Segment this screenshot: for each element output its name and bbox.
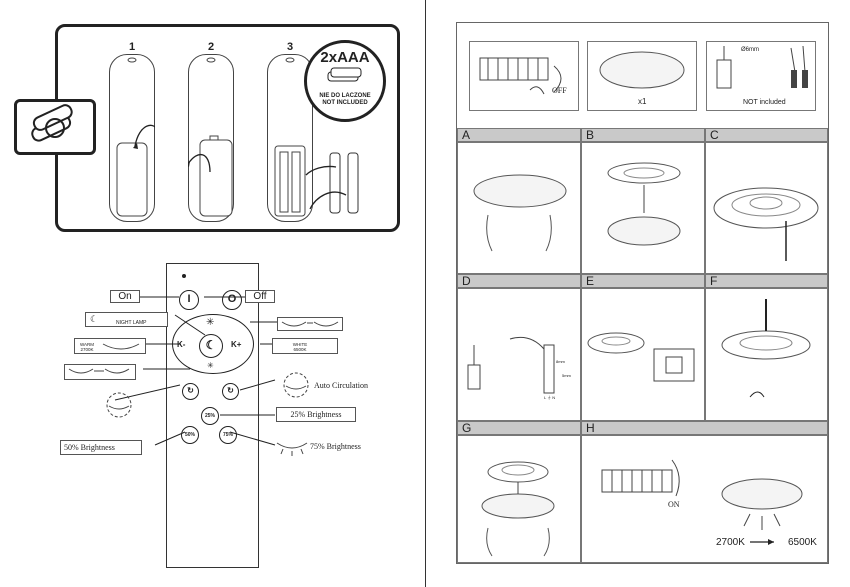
remote-back-step-2 — [188, 54, 234, 222]
panel-tools: Ø6mm NOT included — [706, 41, 816, 111]
off-label: Off — [245, 290, 275, 303]
remote-control: I O ✳ ✳ K- K+ ☾ ↻ ↻ 25% 50% 75% — [166, 263, 259, 568]
power-off-button[interactable]: O — [222, 290, 242, 310]
auto-circulation-label: Auto Circulation — [314, 381, 368, 390]
section-b-header: B — [581, 128, 705, 142]
section-g-diagram — [457, 435, 581, 563]
panel-switch-off: OFF — [469, 41, 579, 111]
warm-callout: WARM 2700K — [74, 338, 146, 354]
strip-length-1: 8mm — [556, 359, 565, 364]
auto-circulation-button[interactable]: ↻ — [222, 383, 239, 400]
not-included-en: NOT INCLUDED — [322, 100, 368, 106]
cycle-lamp-icon — [106, 392, 132, 418]
section-c-diagram — [705, 142, 828, 274]
on-label: On — [110, 290, 140, 303]
step-number-2: 2 — [208, 41, 215, 53]
battery-type-badge: 2xAAA NIE DO LACZONE NOT INCLUDED — [304, 40, 386, 122]
aaa-battery-icon — [327, 67, 362, 82]
night-mode-button[interactable]: ☾ — [199, 334, 223, 358]
remote-callout-lines — [114, 296, 285, 446]
section-e-diagram — [581, 288, 705, 421]
strip-length-2: 5mm — [562, 373, 571, 378]
kelvin-from: 2700K — [716, 537, 745, 548]
kelvin-to: 6500K — [788, 537, 817, 548]
section-h-header: H — [581, 421, 828, 435]
terminal-lpn: L ⏚ N — [544, 395, 556, 400]
brightness-75-lamp-icon — [276, 442, 308, 456]
white-label: WHITE 6500K — [292, 342, 308, 352]
panel-lamp-count: x1 — [587, 41, 697, 111]
remote-back-step-1 — [109, 54, 155, 222]
warm-label: WARM 2700K — [79, 342, 95, 352]
moon-icon: ☾ — [90, 314, 99, 324]
brightness-25-callout: 25% Brightness — [276, 407, 356, 422]
page-divider — [425, 0, 426, 587]
k-plus-button[interactable]: K+ — [231, 340, 242, 349]
section-a-header: A — [457, 128, 581, 142]
brightness-75-button[interactable]: 75% — [219, 426, 237, 444]
battery-count-label: 2xAAA — [320, 49, 370, 66]
on-caption: ON — [668, 500, 680, 509]
brightness-75-callout: 75% Brightness — [310, 442, 361, 451]
lamp-count-caption: x1 — [638, 97, 647, 106]
drill-size-caption: Ø6mm — [741, 47, 759, 53]
step-number-1: 1 — [129, 41, 136, 53]
installation-diagram-grid: OFF x1 Ø6mm NOT included A B C D E F 8mm… — [456, 22, 829, 564]
off-caption: OFF — [552, 86, 567, 95]
cycle-left-button[interactable]: ↻ — [182, 383, 199, 400]
section-h-diagram: ON 2700K 6500K — [581, 435, 828, 563]
not-included-caption: NOT included — [743, 99, 786, 106]
section-a-diagram — [457, 142, 581, 274]
night-lamp-label: NIGHT LAMP — [116, 320, 147, 326]
brightness-50-button[interactable]: 50% — [181, 426, 199, 444]
battery-insert-arrows — [305, 152, 359, 214]
power-on-button[interactable]: I — [179, 290, 199, 310]
section-f-header: F — [705, 274, 828, 288]
section-d-header: D — [457, 274, 581, 288]
section-c-header: C — [705, 128, 828, 142]
night-lamp-callout: NIGHT LAMP ☾ — [85, 312, 168, 327]
brightness-25-button[interactable]: 25% — [201, 407, 219, 425]
cool-shift-callout — [277, 317, 343, 331]
section-f-diagram — [705, 288, 828, 421]
section-d-diagram: 8mm 5mm L ⏚ N — [457, 288, 581, 421]
not-included-pl: NIE DO LACZONE — [319, 93, 371, 99]
warm-shift-callout — [64, 364, 136, 380]
brightness-50-callout: 50% Brightness — [60, 440, 142, 455]
brightness-up-icon[interactable]: ✳ — [206, 317, 215, 328]
auto-circulation-lamp-icon — [283, 372, 309, 398]
section-b-diagram — [581, 142, 705, 274]
section-g-header: G — [457, 421, 581, 435]
battery-recycle-icon — [14, 99, 96, 155]
k-minus-button[interactable]: K- — [177, 340, 186, 349]
step-number-3: 3 — [287, 41, 294, 53]
white-callout: WHITE 6500K — [272, 338, 338, 354]
brightness-down-icon[interactable]: ✳ — [207, 361, 214, 370]
indicator-led — [182, 274, 186, 278]
section-e-header: E — [581, 274, 705, 288]
